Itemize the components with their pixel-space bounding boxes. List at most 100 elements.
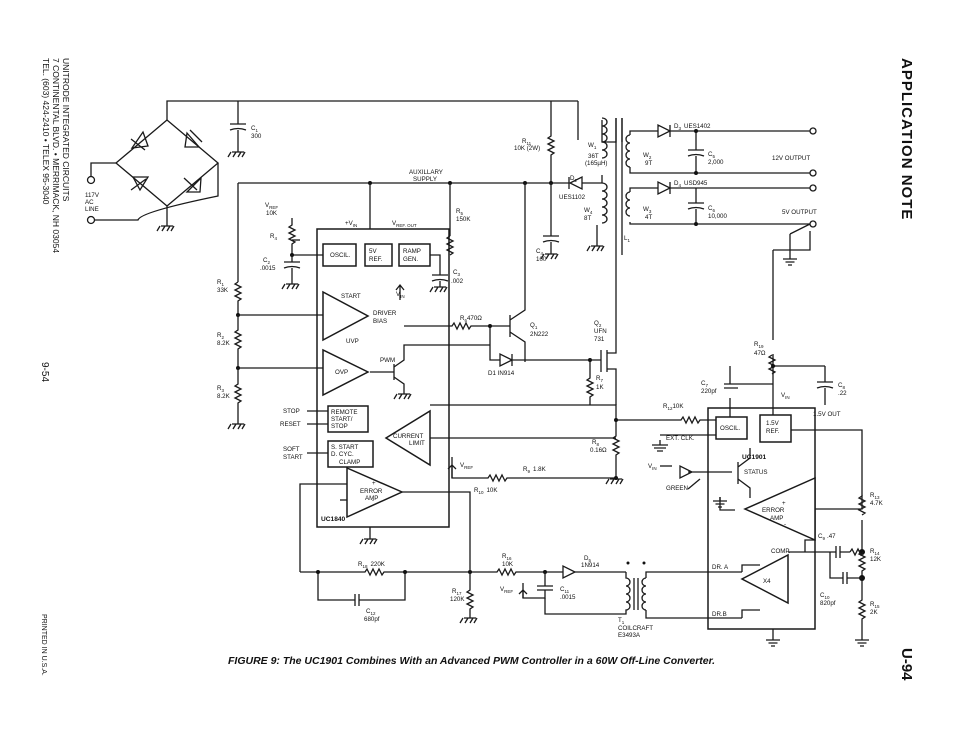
c12-value: 680pf [364, 616, 380, 623]
q1-label: Q1 [530, 322, 538, 330]
c8-label: C8 [838, 382, 845, 390]
r7-label: R7 [596, 375, 603, 383]
q2-value-2: 731 [594, 336, 605, 343]
r6-label: R6470Ω [460, 315, 482, 323]
pwm-label: PWM [380, 357, 395, 364]
status-label: STATUS [744, 469, 768, 476]
l1-label: L1 [624, 235, 630, 243]
start-label: START [341, 293, 361, 300]
vin3-label: VIN [781, 392, 790, 400]
green-label: GREEN [666, 485, 688, 492]
r17-label: R17 [452, 588, 462, 596]
output-12v [629, 123, 817, 177]
ref5-label-1: 5V [369, 248, 377, 255]
d2-value: UES1102 [559, 194, 586, 201]
w4-label: W4 [584, 207, 593, 215]
c2-value: .0015 [260, 265, 276, 272]
vref-label: VREF [265, 202, 278, 210]
c5-value: 2,000 [708, 159, 724, 166]
c3-label: C3 [453, 269, 460, 277]
r3-label: R3 [217, 385, 224, 393]
ramp-label-2: GEN. [403, 256, 418, 263]
c11-value: .0015 [560, 594, 576, 601]
ref5-label-2: REF. [369, 256, 383, 263]
line-label-2: AC [85, 199, 94, 206]
r4-label: R4 [270, 233, 277, 241]
d5-label: D5 [584, 555, 591, 563]
c4-value: 100 [536, 256, 547, 263]
c5-label: C5 [708, 151, 715, 159]
w1-value-1: 36T [588, 153, 599, 160]
c12-label: C12 [366, 608, 376, 616]
control-pins [307, 410, 328, 454]
r2-value: 8.2K [217, 340, 231, 347]
r5-value: 150K [456, 216, 471, 223]
c2-label: C2 [263, 257, 270, 265]
dra-label: DR. A [712, 564, 729, 571]
r7-value: 1K [596, 384, 604, 391]
line-label-3: LINE [85, 206, 99, 213]
vref-value: 10K [266, 210, 278, 217]
bridge-rectifier [86, 100, 578, 232]
eamp2-plus: + [782, 500, 786, 507]
w3-value: 4T [645, 214, 652, 221]
line-label-1: 117V [85, 192, 100, 199]
eamp2-label-2: AMP [770, 515, 783, 522]
w2-value: 9T [645, 160, 652, 167]
ovp-label: OVP [335, 369, 348, 376]
aux-label-2: SUPPLY [413, 176, 437, 183]
c10-label: C10 [820, 592, 830, 600]
divider-r1-r3 [227, 281, 323, 430]
ramp-label-1: RAMP [403, 248, 421, 255]
x4-label: X4 [763, 578, 771, 585]
r14-value: 12K [870, 556, 882, 563]
remote-label-1: REMOTE [331, 409, 357, 416]
d1-label: D1 IN914 [488, 370, 515, 377]
climit-label-2: LIMIT [409, 440, 425, 447]
extclk-label: EXT. CLK. [666, 435, 695, 442]
r15-value: 2K [870, 609, 878, 616]
drb-label: DR.B [712, 611, 727, 618]
uc1901-output [741, 564, 781, 647]
comp-label: COMP. [771, 548, 791, 555]
r8-label: R8 [592, 439, 599, 447]
c1-value: 300 [251, 133, 262, 140]
current-sense [299, 437, 618, 572]
uc1901-chip [660, 231, 816, 630]
output-5v [629, 180, 817, 266]
c6-label: C6 [708, 205, 715, 213]
eamp1-plus: + [372, 480, 376, 487]
r11-value: 10K (2W) [514, 145, 540, 152]
vin4-label: VIN [648, 463, 657, 471]
remote-label-3: STOP [331, 423, 348, 430]
driver-label-1: DRIVER [373, 310, 397, 317]
c3-value: .002 [451, 278, 464, 285]
climit-label-1: CURRENT [393, 433, 423, 440]
w4-value: 8T [584, 215, 591, 222]
transformer-main [577, 101, 631, 255]
soft-label-1: SOFT [283, 446, 300, 453]
eamp2-label-1: ERROR [762, 507, 785, 514]
eamp1-label-1: ERROR [360, 488, 383, 495]
isolation-feedback [300, 535, 742, 624]
uc1901-network [614, 364, 870, 647]
t1-label: T1 [618, 617, 625, 625]
r2-label: R2 [217, 332, 224, 340]
sstart-label-3: CLAMP [339, 459, 360, 466]
w3-label: W3 [643, 206, 652, 214]
r16-value: 10K [502, 561, 514, 568]
uvp-label: UVP [346, 338, 359, 345]
sstart-label-1: S. START [331, 444, 358, 451]
soft-label-2: START [283, 454, 303, 461]
aux-label-1: AUXILLARY [409, 169, 443, 176]
c8-value: .22 [838, 390, 847, 397]
c1-label: C1 [251, 125, 258, 133]
r14-label: R14 [870, 548, 880, 556]
r8-value: 0.16Ω [590, 447, 607, 454]
